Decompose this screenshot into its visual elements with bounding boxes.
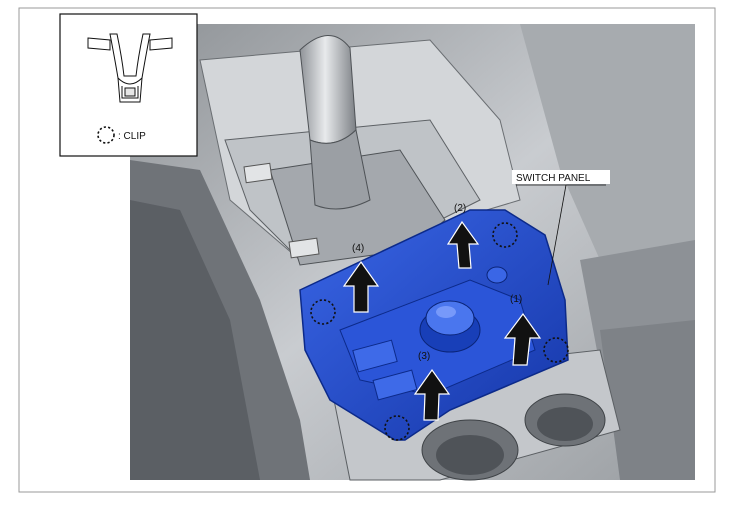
arrow-up-icon — [446, 220, 480, 269]
switch-panel-label: SWITCH PANEL — [516, 173, 591, 184]
arrow-up-icon — [413, 368, 451, 421]
switch-panel-callout: SWITCH PANEL — [512, 170, 610, 286]
clip-legend-icon — [97, 126, 115, 144]
switch-panel — [299, 209, 569, 441]
removal-arrows — [342, 220, 542, 421]
clip-markers — [310, 222, 569, 441]
console-illustration — [130, 24, 695, 481]
arrow-up-icon — [342, 260, 380, 313]
step-label-4: (4) — [352, 243, 364, 254]
arrow-up-icon — [503, 312, 542, 366]
clip-inset: : CLIP — [59, 13, 198, 157]
clip-marker — [384, 415, 410, 441]
clip-detail-icon — [87, 33, 173, 103]
clip-marker — [310, 299, 336, 325]
step-label-2: (2) — [454, 203, 466, 214]
clip-marker — [543, 337, 569, 363]
step-label-1: (1) — [510, 294, 522, 305]
clip-legend-text: : CLIP — [118, 131, 146, 142]
clip-marker — [492, 222, 518, 248]
step-label-3: (3) — [418, 351, 430, 362]
